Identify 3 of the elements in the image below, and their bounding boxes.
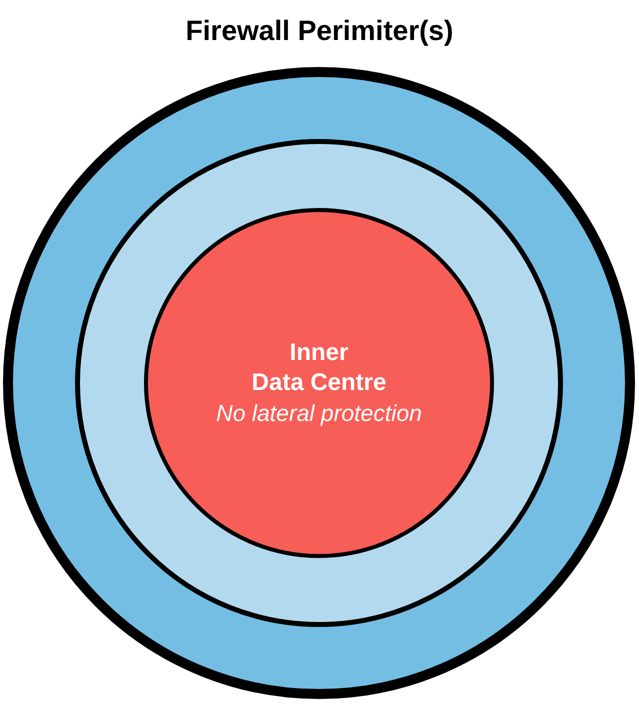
node-subtitle: No lateral protection	[216, 398, 422, 428]
title: Firewall Perimiter(s)	[186, 14, 454, 48]
node-heading: Inner Data Centre	[252, 338, 386, 398]
